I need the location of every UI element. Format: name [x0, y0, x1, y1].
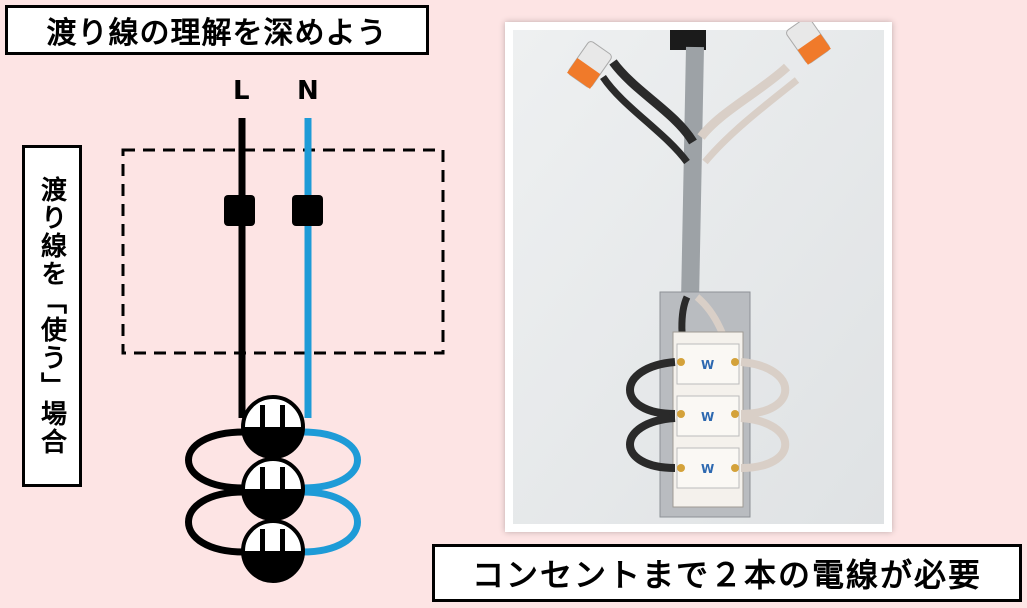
page-title: 渡り線の理解を深めよう	[5, 5, 429, 55]
caption: コンセントまで２本の電線が必要	[432, 544, 1022, 602]
outlet-module-1: W	[676, 343, 740, 385]
neutral-jumper-1	[301, 428, 361, 492]
junction-box-outline	[121, 148, 445, 355]
right-wire-connector	[786, 22, 831, 65]
outlet-module-3: W	[676, 447, 740, 489]
side-label-box: 渡り線を「使う」場合	[22, 145, 82, 487]
live-jumper-1	[185, 428, 245, 492]
outlet-1	[241, 395, 305, 459]
wiring-photo-illustration: W W W	[513, 22, 884, 524]
outlet-mark-3: W	[701, 462, 714, 476]
page-title-text: 渡り線の理解を深めよう	[46, 16, 388, 51]
outlet-2	[241, 457, 305, 521]
neutral-wire-label: N	[297, 76, 319, 106]
neutral-jumper-2	[301, 488, 361, 556]
live-splice-connector	[224, 195, 255, 226]
wiring-photo: W W W	[505, 22, 892, 532]
left-wire-connector	[567, 41, 612, 89]
outlet-mark-1: W	[701, 358, 714, 372]
jumper-wires	[185, 428, 361, 556]
outlet-3	[241, 519, 305, 583]
neutral-splice-connector	[292, 195, 323, 226]
side-label-text: 渡り線を「使う」場合	[36, 176, 67, 456]
outlet-mark-2: W	[701, 410, 714, 424]
outlet-module-2: W	[676, 395, 740, 437]
live-jumper-2	[185, 488, 245, 556]
live-wire-label: L	[233, 76, 250, 106]
caption-text: コンセントまで２本の電線が必要	[471, 556, 982, 594]
